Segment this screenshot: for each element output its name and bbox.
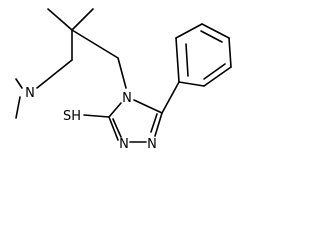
bond-methyl1-n — [15, 78, 23, 89]
bond-n-methyl2 — [15, 96, 21, 119]
bond-c3-n2-double-inner — [112, 118, 122, 138]
molecule-structure: N N N N SH — [15, 8, 232, 152]
phenyl-bond-1 — [178, 81, 205, 87]
triazole-n4-label: N — [122, 91, 132, 106]
phenyl-bond-6 — [175, 37, 180, 83]
phenyl-bond-3 — [228, 37, 232, 68]
bond-c5-n4 — [133, 99, 163, 114]
bond-n4-c3 — [108, 102, 122, 118]
bond-c5-phenyl — [161, 81, 180, 114]
thiol-label: SH — [63, 109, 81, 124]
bond-cq-methyl-right — [71, 8, 94, 31]
phenyl-double-2 — [203, 63, 226, 80]
phenyl-ring-bonds — [161, 23, 232, 114]
bond-c3-n2-double — [108, 116, 119, 141]
phenyl-bond-5 — [175, 23, 203, 39]
amine-nitrogen-label: N — [25, 86, 35, 101]
triazole-ring-bonds — [83, 99, 163, 143]
bond-n1-c5-double-inner — [150, 113, 158, 133]
phenyl-bond-4 — [201, 23, 230, 39]
alkyl-chain-bonds — [15, 8, 127, 119]
phenyl-double-3 — [200, 30, 223, 43]
bond-cq-ch2 — [71, 29, 119, 59]
triazole-n2-label: N — [119, 137, 129, 152]
bond-n1-c5-double — [154, 112, 163, 137]
bond-cq-methyl-left — [47, 8, 73, 31]
bond-c3-sh — [83, 114, 110, 118]
phenyl-bond-2 — [203, 66, 232, 87]
bond-ch2-n4 — [117, 57, 127, 89]
bond-n-ch2 — [36, 59, 73, 89]
phenyl-double-1 — [185, 43, 189, 77]
triazole-n1-label: N — [147, 137, 157, 152]
